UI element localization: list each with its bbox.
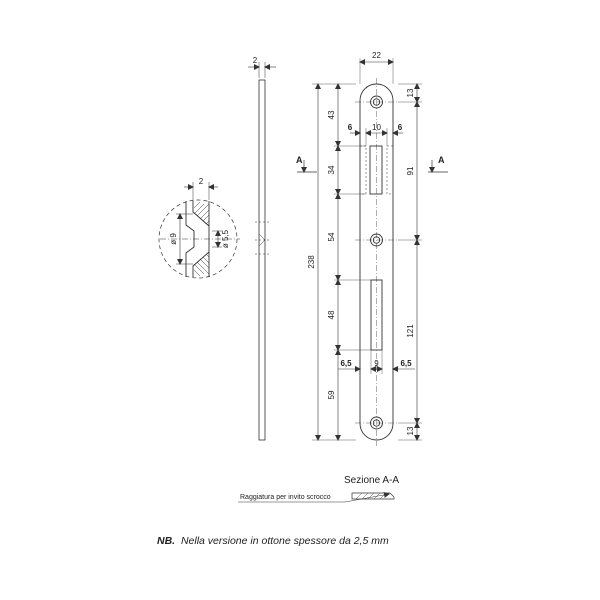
dim-right-side: 6 xyxy=(398,123,403,132)
countersink-detail xyxy=(158,182,240,279)
section-marker-left xyxy=(297,160,317,173)
dim-lower-left: 6,5 xyxy=(340,359,352,368)
chamfer-label: Raggiatura per invito scrocco xyxy=(240,494,331,501)
dim-left-side: 6 xyxy=(348,123,353,132)
dim-center-to-bottom-hole: 121 xyxy=(406,324,415,338)
front-view xyxy=(355,78,398,446)
note: NB. Nella versione in ottone spessore da… xyxy=(157,535,389,547)
dim-top-hole-to-center: 91 xyxy=(406,166,415,175)
section-marker-right xyxy=(428,160,448,173)
dim-top-hole-offset: 13 xyxy=(406,88,415,97)
dim-thickness: 2 xyxy=(253,56,258,65)
dim-lower-right: 6,5 xyxy=(400,359,412,368)
side-plate xyxy=(258,79,266,441)
section-label-left: A xyxy=(296,155,303,165)
upper-slot xyxy=(369,145,383,195)
dim-total-width: 22 xyxy=(372,51,381,60)
dim-bottom-segment: 59 xyxy=(327,390,336,399)
section-a-a xyxy=(238,491,395,503)
dim-slot-to-center: 54 xyxy=(327,232,336,241)
section-label-right: A xyxy=(438,155,445,165)
note-text: Nella versione in ottone spessore da 2,5… xyxy=(180,535,389,547)
dim-detail-diameter-outer: ø 9 xyxy=(169,233,178,245)
dim-lower-slot-width: 9 xyxy=(374,359,379,368)
dim-bottom-hole-offset: 13 xyxy=(406,426,415,435)
dim-slot-height: 34 xyxy=(327,165,336,174)
dim-detail-thickness: 2 xyxy=(199,177,204,186)
dim-slot-width: 10 xyxy=(372,123,381,132)
note-prefix: NB. xyxy=(157,535,176,547)
dim-top-to-slot: 43 xyxy=(327,110,336,119)
section-title: Sezione A-A xyxy=(344,475,399,486)
side-view xyxy=(248,62,276,441)
dim-lower-slot-height: 48 xyxy=(327,310,336,319)
dim-overall-length: 238 xyxy=(307,255,316,269)
dim-detail-diameter-inner: ø 5,5 xyxy=(221,229,230,248)
